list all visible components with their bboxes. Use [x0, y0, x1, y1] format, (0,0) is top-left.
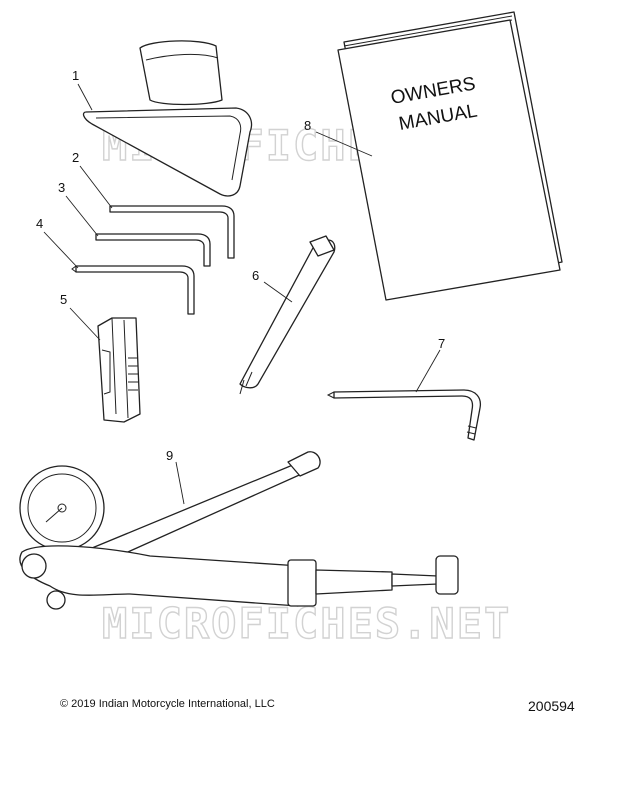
watermark-bottom: MICROFICHES.NET	[102, 599, 511, 648]
callout-8: 8	[304, 118, 311, 133]
callout-7: 7	[438, 336, 445, 351]
part-8-owners-manual: OWNERS MANUAL	[337, 11, 563, 301]
part-1-tool-strap	[82, 40, 253, 197]
figure-id: 200594	[528, 698, 575, 714]
copyright-notice: © 2019 Indian Motorcycle International, …	[60, 698, 275, 710]
part-9-shock-pump	[19, 451, 459, 610]
callout-1: 1	[72, 68, 79, 83]
part-5-fuse-puller	[97, 317, 141, 423]
part-3-hex-key	[95, 233, 211, 267]
callout-3: 3	[58, 180, 65, 195]
callout-4: 4	[36, 216, 43, 231]
part-6-socket-wrench	[239, 235, 336, 395]
part-4-torx-key	[71, 265, 195, 315]
callout-9: 9	[166, 448, 173, 463]
part-7-torx-l-key	[326, 389, 482, 441]
part-2-hex-key	[109, 205, 235, 259]
callout-6: 6	[252, 268, 259, 283]
callout-5: 5	[60, 292, 67, 307]
leader-lines	[43, 83, 441, 505]
callout-2: 2	[72, 150, 79, 165]
